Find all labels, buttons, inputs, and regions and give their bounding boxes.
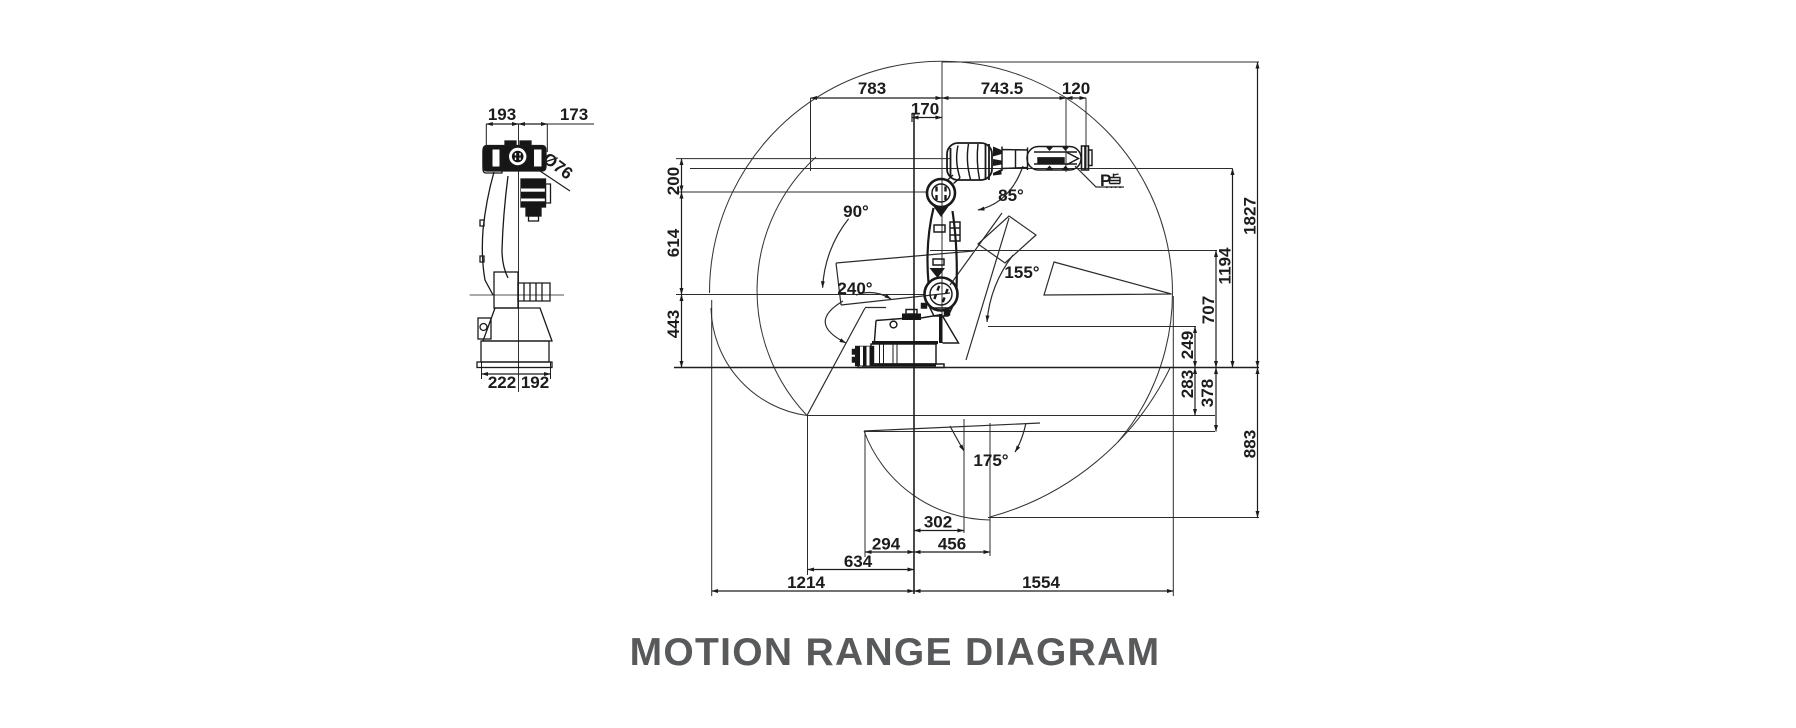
svg-text:302: 302 bbox=[924, 513, 952, 532]
svg-text:120: 120 bbox=[1062, 79, 1090, 98]
svg-text:707: 707 bbox=[1199, 296, 1218, 324]
svg-text:1194: 1194 bbox=[1216, 247, 1235, 284]
svg-text:743.5: 743.5 bbox=[981, 79, 1024, 98]
svg-text:MOTION RANGE DIAGRAM: MOTION RANGE DIAGRAM bbox=[630, 631, 1161, 674]
svg-text:634: 634 bbox=[844, 552, 873, 571]
svg-text:173: 173 bbox=[560, 105, 588, 124]
svg-text:192: 192 bbox=[521, 373, 549, 392]
svg-text:P: P bbox=[1100, 171, 1111, 190]
svg-text:85°: 85° bbox=[998, 186, 1024, 205]
svg-text:1827: 1827 bbox=[1241, 197, 1260, 235]
svg-text:90°: 90° bbox=[843, 202, 869, 221]
svg-text:456: 456 bbox=[938, 535, 966, 554]
svg-text:378: 378 bbox=[1198, 379, 1217, 407]
svg-text:614: 614 bbox=[664, 228, 683, 257]
svg-text:222: 222 bbox=[488, 373, 516, 392]
svg-text:443: 443 bbox=[664, 310, 683, 338]
svg-text:193: 193 bbox=[488, 105, 516, 124]
svg-text:200: 200 bbox=[664, 167, 683, 195]
svg-text:240°: 240° bbox=[837, 279, 872, 298]
svg-text:783: 783 bbox=[858, 79, 886, 98]
svg-text:294: 294 bbox=[872, 535, 901, 554]
svg-text:155°: 155° bbox=[1004, 263, 1039, 282]
svg-text:1554: 1554 bbox=[1022, 573, 1060, 592]
svg-text:170: 170 bbox=[911, 100, 939, 119]
svg-text:283: 283 bbox=[1178, 370, 1197, 398]
svg-text:249: 249 bbox=[1178, 331, 1197, 359]
svg-text:175°: 175° bbox=[973, 451, 1008, 470]
svg-text:883: 883 bbox=[1241, 430, 1260, 458]
svg-text:1214: 1214 bbox=[787, 573, 825, 592]
